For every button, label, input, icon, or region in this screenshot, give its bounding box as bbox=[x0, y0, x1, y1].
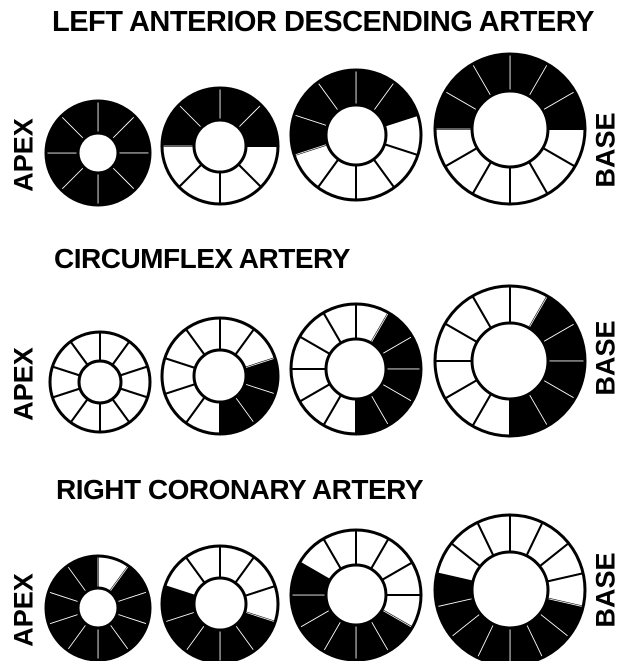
ring-center-hole bbox=[78, 133, 118, 173]
ring-circumflex-2 bbox=[162, 318, 278, 434]
ring-center-hole bbox=[79, 361, 121, 403]
ring-center-hole bbox=[472, 323, 548, 399]
ring-center-hole bbox=[326, 565, 386, 625]
ring-rca-3 bbox=[291, 530, 421, 660]
ring-center-hole bbox=[78, 588, 118, 628]
ring-circumflex-4 bbox=[435, 286, 585, 436]
ring-lad-2 bbox=[162, 88, 278, 204]
ring-lad-1 bbox=[46, 101, 150, 205]
ring-center-hole bbox=[472, 91, 548, 167]
ring-rca-2 bbox=[162, 546, 278, 661]
ring-center-hole bbox=[326, 105, 386, 165]
ring-lad-4 bbox=[435, 54, 585, 204]
ring-rca-1 bbox=[46, 556, 150, 660]
ring-center-hole bbox=[472, 552, 548, 628]
ring-circumflex-1 bbox=[50, 332, 150, 432]
ring-rca-4 bbox=[435, 515, 585, 661]
ring-center-hole bbox=[194, 120, 246, 172]
ring-center-hole bbox=[194, 578, 246, 630]
ring-circumflex-3 bbox=[291, 304, 421, 434]
ring-center-hole bbox=[194, 350, 246, 402]
ring-center-hole bbox=[326, 339, 386, 399]
ring-lad-3 bbox=[291, 70, 421, 200]
